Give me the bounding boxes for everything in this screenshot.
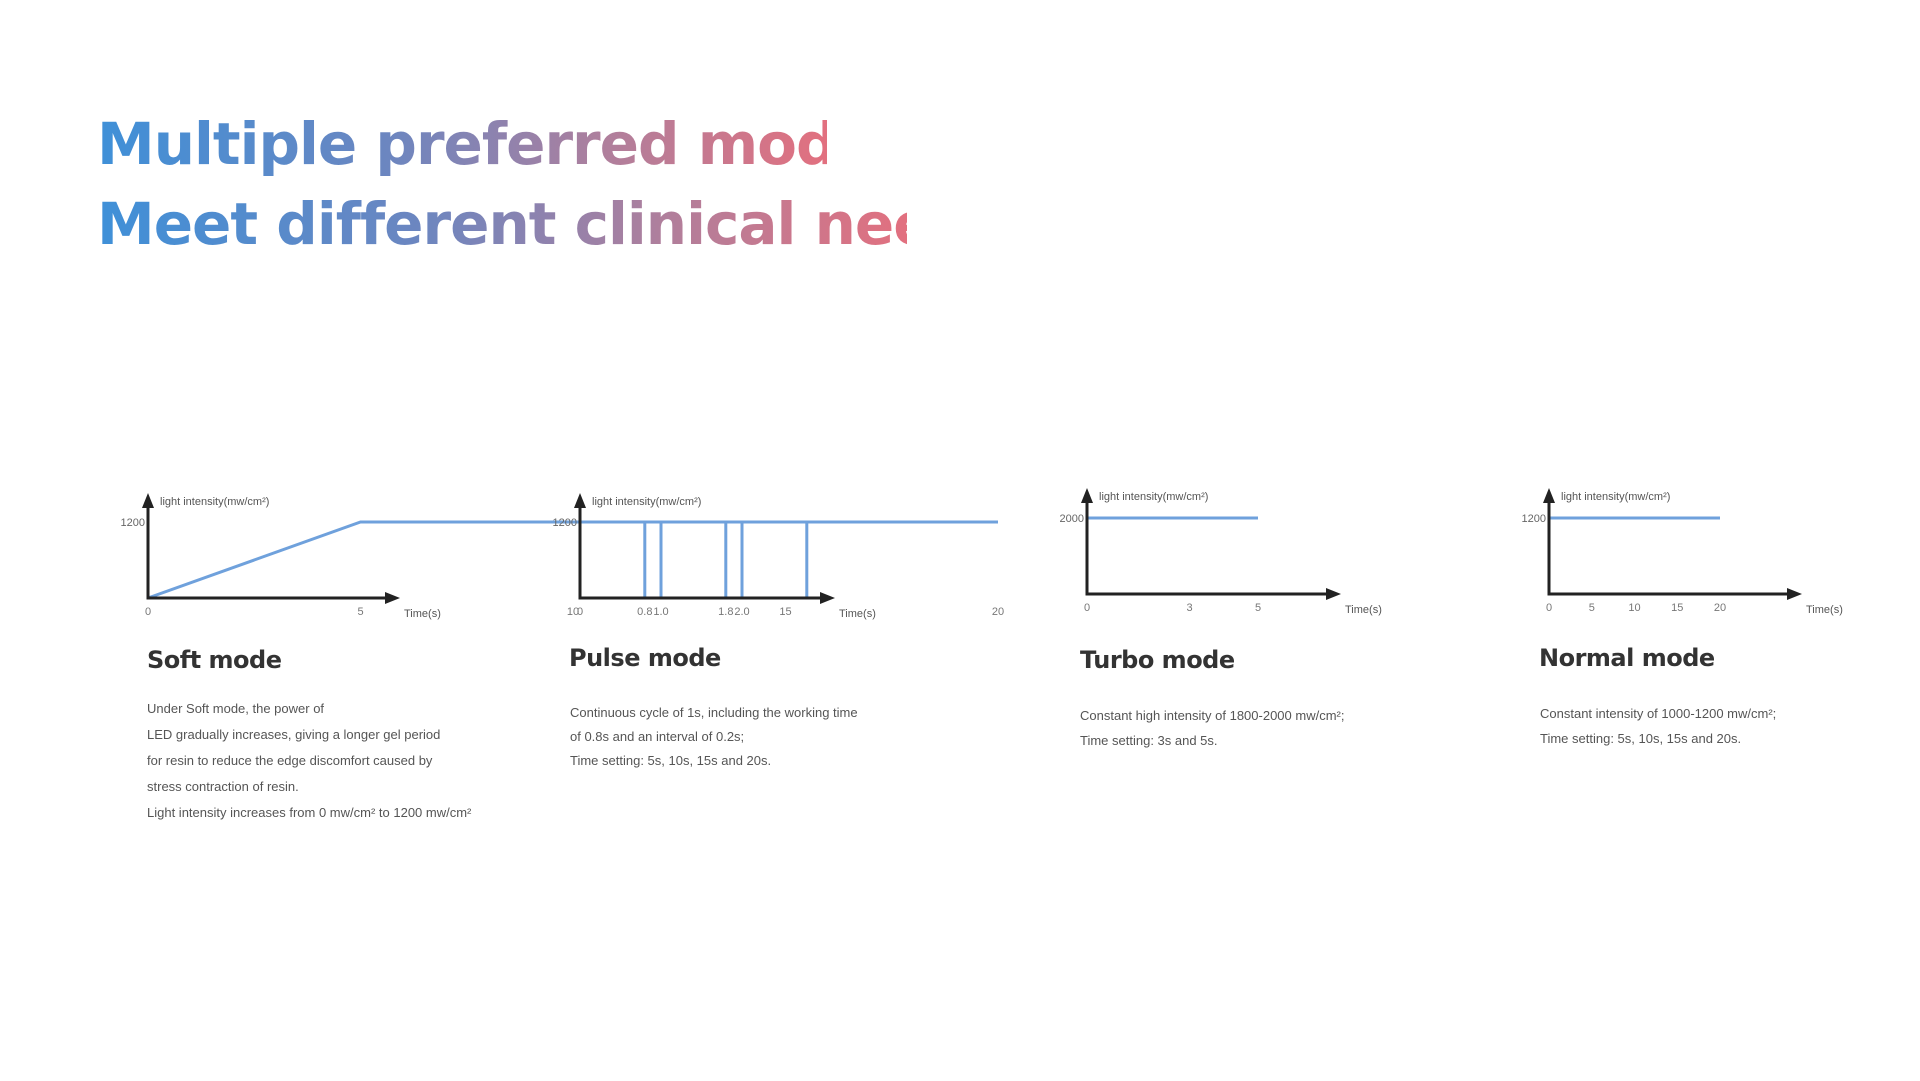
x-tick-label: 10 [567,606,579,618]
x-tick-label: 3 [1187,602,1193,614]
x-axis-label: Time(s) [839,608,876,620]
x-axis-arrow-icon [385,592,400,604]
y-tick-label: 1200 [121,517,145,529]
y-axis-arrow-icon [574,493,586,508]
x-axis-label: Time(s) [1345,604,1382,616]
chart-soft-mode: light intensity(mw/cm²) Time(s) 1200 0 5 10 15… [121,493,1004,620]
x-tick-label: 0.8 [637,606,652,618]
description-line: Time setting: 5s, 10s, 15s and 20s. [1540,731,1742,746]
description-line: Light intensity increases from 0 mw/cm² … [147,805,472,820]
y-tick-label: 2000 [1060,513,1084,525]
x-axis-arrow-icon [1787,588,1802,600]
x-axis-arrow-icon [1326,588,1341,600]
x-tick-label: 1.8 [718,606,733,618]
description-line: Continuous cycle of 1s, including the wo… [570,705,858,720]
x-tick-label: 20 [1714,602,1726,614]
x-tick-label: 10 [1628,602,1640,614]
description-line: Time setting: 3s and 5s. [1080,733,1218,748]
description-line: for resin to reduce the edge discomfort … [147,753,433,768]
x-axis-arrow-icon [820,592,835,604]
y-tick-label: 1200 [553,517,577,529]
turbo-mode-title: Turbo mode [1080,646,1235,674]
x-tick-label: 5 [1255,602,1261,614]
x-axis-label: Time(s) [404,608,441,620]
series-line [147,520,998,600]
soft-mode-description: Under Soft mode, the power of LED gradua… [147,696,471,826]
x-tick-label: 2.0 [734,606,749,618]
x-tick-label: 0 [1084,602,1090,614]
description-line: Under Soft mode, the power of [147,701,325,716]
x-tick-label: 20 [992,606,1004,618]
x-axis-label: Time(s) [1806,604,1843,616]
y-axis-label: light intensity(mw/cm²) [1561,491,1670,503]
y-axis-arrow-icon [142,493,154,508]
y-axis-arrow-icon [1543,488,1555,503]
y-axis-arrow-icon [1081,488,1093,503]
chart-normal-mode: light intensity(mw/cm²) Time(s) 1200 0 5 10 15… [1522,488,1843,616]
description-line: stress contraction of resin. [147,779,299,794]
pulse-mode-title: Pulse mode [569,644,721,672]
x-tick-label: 0 [577,606,583,618]
y-axis-label: light intensity(mw/cm²) [160,496,269,508]
series-line [580,520,809,600]
x-tick-label: 1.0 [653,606,668,618]
turbo-mode-description: Constant high intensity of 1800-2000 mw/… [1080,703,1344,753]
x-tick-label: 5 [1589,602,1595,614]
x-tick-label: 15 [779,606,791,618]
y-axis-label: light intensity(mw/cm²) [592,496,701,508]
description-line: Time setting: 5s, 10s, 15s and 20s. [570,753,772,768]
x-tick-label: 0 [145,606,151,618]
normal-mode-description: Constant intensity of 1000-1200 mw/cm²; … [1540,701,1776,751]
description-line: of 0.8s and an interval of 0.2s; [570,729,745,744]
description-line: LED gradually increases, giving a longer… [147,727,441,742]
headline-line-2: Meet different clinical needs [97,190,1007,258]
x-tick-label: 15 [1671,602,1683,614]
soft-mode-title: Soft mode [147,646,282,674]
x-tick-label: 5 [357,606,363,618]
x-tick-label: 0 [1546,602,1552,614]
y-axis-label: light intensity(mw/cm²) [1099,491,1208,503]
normal-mode-title: Normal mode [1539,644,1715,672]
pulse-mode-description: Continuous cycle of 1s, including the wo… [570,701,858,773]
y-tick-label: 1200 [1522,513,1546,525]
chart-turbo-mode: light intensity(mw/cm²) Time(s) 2000 0 3 5 [1060,488,1382,616]
description-line: Constant high intensity of 1800-2000 mw/… [1080,708,1345,723]
headline-line-1: Multiple preferred modes [97,110,909,178]
description-line: Constant intensity of 1000-1200 mw/cm²; [1540,706,1777,721]
